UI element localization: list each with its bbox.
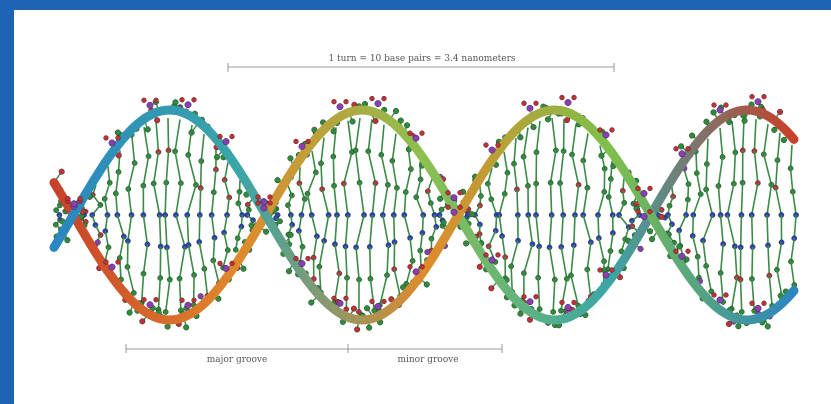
base-pair [738, 118, 745, 314]
base-pair [220, 162, 231, 270]
base-pair [197, 134, 210, 298]
turn-length-label: 1 turn = 10 base pairs = 3.4 nanometers [328, 54, 515, 64]
phosphate-group [370, 96, 387, 107]
atoms-back-layer [53, 99, 798, 332]
base-pair [353, 118, 367, 314]
base-pair [185, 125, 199, 308]
base-pair [317, 138, 331, 295]
base-pair [377, 125, 391, 308]
base-pair [390, 134, 403, 299]
base-pair [605, 161, 615, 272]
base-pair [163, 118, 173, 315]
base-pair [749, 119, 760, 313]
base-pair [725, 121, 740, 311]
base-pair [366, 119, 378, 313]
base-pair [690, 152, 703, 280]
base-pair [773, 133, 785, 300]
base-pair [716, 128, 726, 305]
base-pair [700, 139, 715, 294]
base-pair [414, 162, 426, 271]
base-pair [761, 124, 775, 308]
base-pair [102, 167, 112, 266]
base-pair [331, 127, 342, 305]
dna-double-helix-diagram [14, 10, 831, 404]
turn-length-bracket [228, 63, 614, 72]
base-pair [125, 137, 137, 295]
base-pair [425, 179, 439, 253]
base-pair [547, 118, 559, 314]
base-pair [521, 128, 535, 305]
diagram-panel: 1 turn = 10 base pairs = 3.4 nanometers … [14, 10, 831, 404]
base-pair [788, 145, 799, 287]
major-groove-label: major groove [207, 355, 268, 365]
base-pair [557, 119, 569, 313]
base-pair [581, 133, 594, 299]
groove-brackets [126, 344, 502, 353]
base-pair [296, 167, 307, 265]
base-pair [595, 146, 607, 287]
base-pair [341, 121, 354, 312]
minor-groove-label: minor groove [397, 355, 458, 365]
base-pair [305, 151, 320, 281]
phosphate-group [332, 99, 349, 110]
base-pair [139, 127, 151, 306]
base-pair [568, 124, 581, 308]
base-pair [509, 138, 521, 294]
base-pair [497, 152, 510, 281]
base-pair [151, 121, 163, 313]
phosphate-group [560, 95, 577, 106]
base-pair [533, 121, 542, 312]
